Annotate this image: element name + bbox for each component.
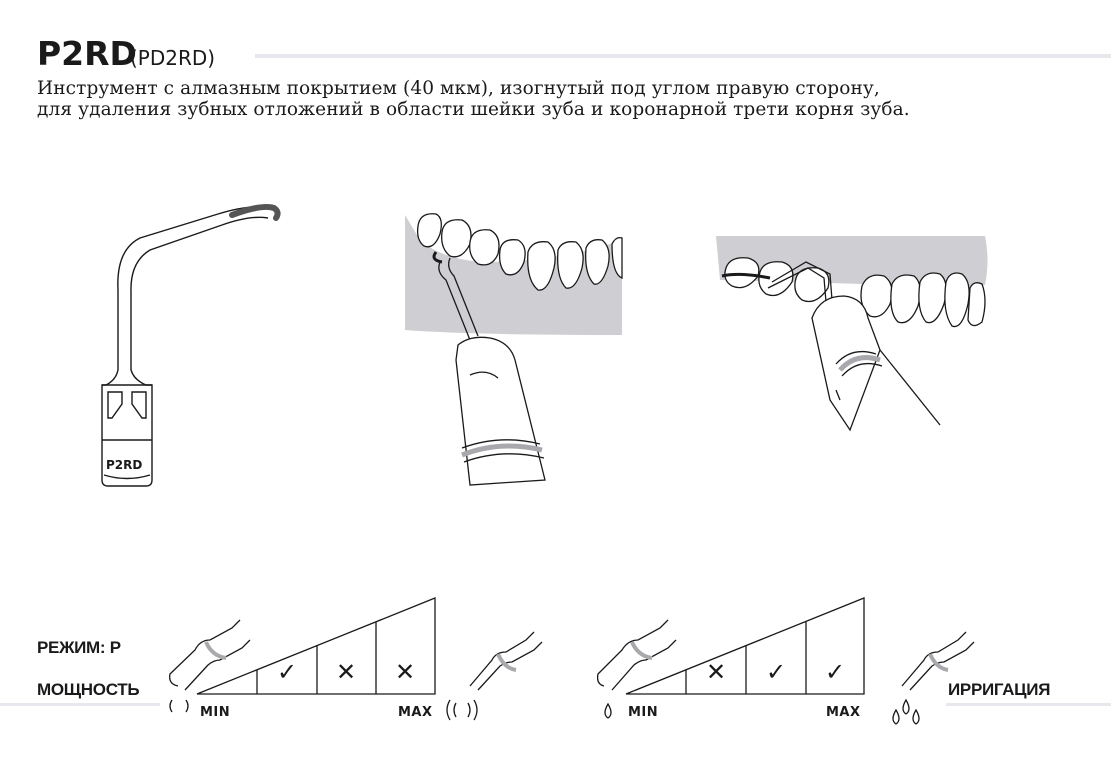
page-title: P2RD — [37, 34, 137, 73]
irrigation-max-label: MAX — [826, 705, 861, 720]
title-divider — [255, 54, 1111, 58]
power-cell-2: ✕ — [335, 658, 357, 686]
mode-label: РЕЖИМ: P — [37, 638, 121, 657]
irrigation-label: ИРРИГАЦИЯ — [948, 680, 1051, 699]
scaler-tip-illustration — [101, 203, 281, 487]
power-max-label: MAX — [398, 705, 433, 720]
power-cell-3: ✕ — [394, 658, 416, 686]
tip-engraving: P2RD — [106, 458, 142, 472]
description-line-2: для удаления зубных отложений в области … — [37, 99, 910, 120]
page-subtitle: (PD2RD) — [130, 46, 216, 70]
upper-jaw-illustration — [716, 236, 988, 432]
description-line-1: Инструмент с алмазным покрытием (40 мкм)… — [37, 78, 880, 99]
irrigation-cell-2: ✓ — [765, 658, 787, 686]
bottom-divider-left — [0, 703, 160, 706]
irrigation-diagram — [596, 597, 975, 725]
power-min-label: MIN — [200, 705, 231, 720]
title-row: P2RD (PD2RD) — [37, 34, 1111, 74]
power-label: МОЩНОСТЬ — [37, 680, 140, 699]
irrigation-cell-1: ✕ — [705, 658, 727, 686]
irrigation-cell-3: ✓ — [824, 658, 846, 686]
power-cell-1: ✓ — [276, 658, 298, 686]
irrigation-min-label: MIN — [628, 705, 659, 720]
power-diagram — [169, 597, 543, 721]
bottom-divider-right — [946, 703, 1111, 706]
lower-jaw-illustration — [405, 213, 623, 486]
description: Инструмент с алмазным покрытием (40 мкм)… — [37, 78, 1037, 120]
